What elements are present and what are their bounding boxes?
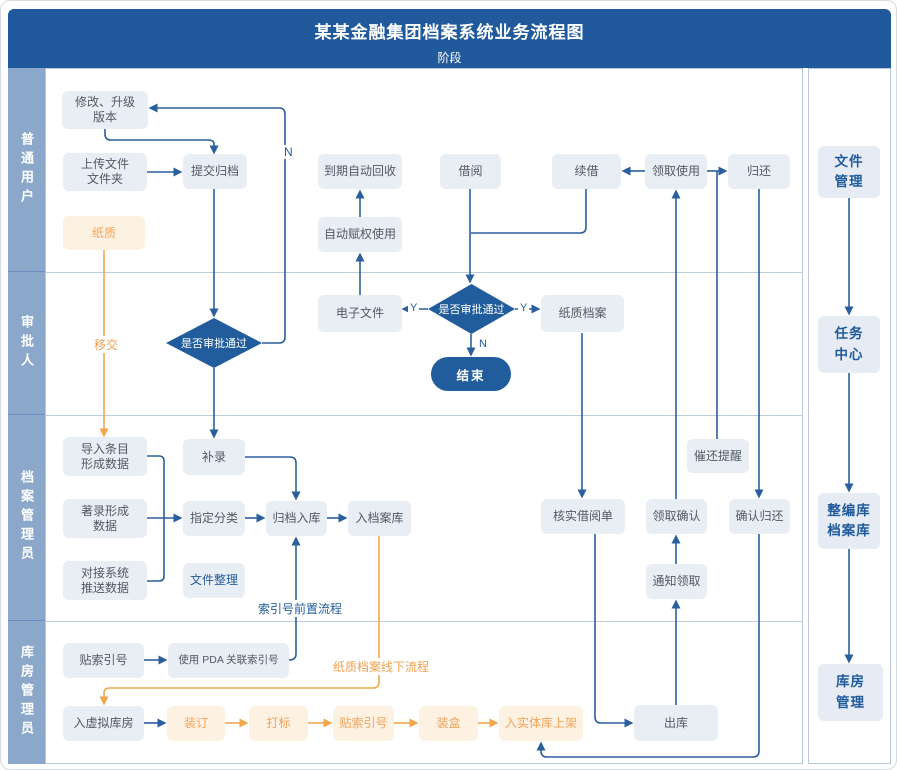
edge-label-transfer: 移交 [89,336,123,353]
module-task-center: 任务 中心 [818,316,880,373]
node-notify-pickup: 通知领取 [646,564,707,599]
node-attach-index-2: 贴索引号 [333,706,394,741]
lane-ordinary-user: 普通用户 [8,68,45,272]
node-remind-return: 催还提醒 [687,439,749,473]
lane-divider [45,415,803,416]
edge-label-y-left: Y [408,302,420,314]
node-upload-file: 上传文件 文件夹 [63,153,147,191]
node-virtual-store: 入虚拟库房 [63,706,144,741]
module-reorg-archive-repo: 整编库 档案库 [818,493,880,549]
lane-label: 普通用户 [19,131,34,208]
node-marking: 打标 [249,706,308,741]
node-paper-archive: 纸质档案 [541,295,624,332]
lane-label-column: 普通用户 审批人 档案管理员 库房管理员 [8,68,45,764]
page-title: 某某金融集团档案系统业务流程图 [314,23,585,42]
node-paper: 纸质 [63,216,145,250]
node-archive-in: 归档入库 [266,501,327,536]
module-file-management: 文件 管理 [818,146,880,198]
stage-label: 阶段 [437,51,462,65]
module-warehouse-management: 库房 管理 [818,664,883,721]
lane-warehouse-manager: 库房管理员 [8,621,45,764]
node-expire-recycle: 到期自动回收 [318,154,402,189]
node-end: 结束 [431,357,511,391]
node-modify-upgrade: 修改、升级 版本 [62,91,148,129]
node-assign-category: 指定分类 [183,501,245,536]
node-efile: 电子文件 [318,295,402,332]
edge-label-n-down: N [477,338,489,350]
node-submit-archive: 提交归档 [183,154,247,189]
node-auto-grant: 自动赋权使用 [318,217,402,252]
lane-label: 库房管理员 [19,645,34,740]
node-binding: 装订 [167,706,225,741]
node-return: 归还 [728,154,790,189]
lane-divider [45,272,803,273]
node-pickup-use: 领取使用 [645,154,707,189]
node-pickup-confirm: 领取确认 [646,499,707,534]
node-description-data: 著录形成 数据 [63,499,147,538]
edge-label-y-right: Y [518,302,530,314]
node-import-entries: 导入条目 形成数据 [63,437,147,476]
node-boxing: 装盒 [419,706,478,741]
node-connect-push: 对接系统 推送数据 [63,561,147,600]
edge-label-index-pre: 索引号前置流程 [252,600,348,617]
header-bar: 某某金融集团档案系统业务流程图 阶段 [8,9,891,68]
node-confirm-return: 确认归还 [729,499,790,534]
lane-divider [45,621,803,622]
node-outbound: 出库 [634,705,718,741]
lane-label: 档案管理员 [19,470,34,565]
lane-approver: 审批人 [8,272,45,415]
node-pda-link: 使用 PDA 关联索引号 [168,643,289,678]
node-shelve: 入实体库上架 [499,706,583,741]
node-supplement: 补录 [183,439,245,475]
edge-label-paper-offline: 纸质档案线下流程 [326,658,436,675]
node-renew: 续借 [552,154,621,189]
node-verify-slip: 核实借阅单 [541,499,625,534]
edge-label-n-loop: N [282,145,295,159]
node-into-repo: 入档案库 [348,501,411,536]
node-borrow: 借阅 [440,154,501,189]
lane-label: 审批人 [19,314,34,372]
node-file-organize: 文件整理 [183,563,245,598]
node-attach-index: 贴索引号 [63,643,144,678]
lane-archive-manager: 档案管理员 [8,415,45,621]
